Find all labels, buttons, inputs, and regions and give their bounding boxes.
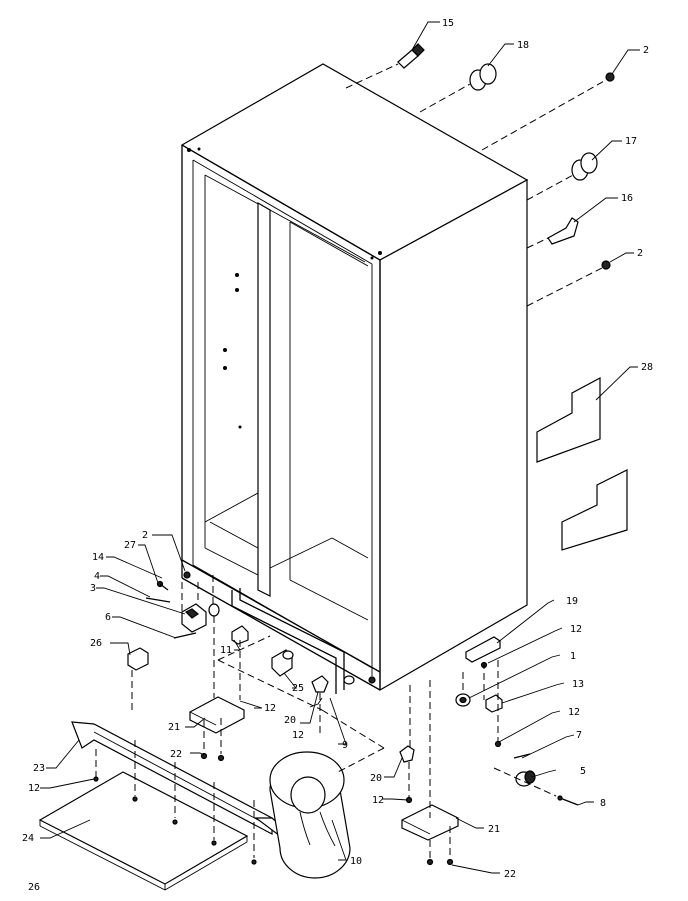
callout-2: 2 bbox=[142, 530, 148, 541]
callout-12: 12 bbox=[568, 707, 580, 718]
part-23-toe-grille bbox=[71, 721, 287, 837]
part-15-fitting bbox=[397, 43, 425, 69]
part-10-drain-pan bbox=[269, 751, 351, 879]
callout-7: 7 bbox=[576, 730, 582, 741]
alignment-lines bbox=[95, 63, 607, 860]
callout-22: 22 bbox=[170, 749, 182, 760]
leader-lines bbox=[40, 21, 640, 874]
callout-2: 2 bbox=[643, 45, 649, 56]
part-7-screw bbox=[513, 753, 531, 759]
callout-22: 22 bbox=[504, 869, 516, 880]
part-2-screw-side bbox=[601, 260, 611, 270]
callout-19: 19 bbox=[566, 596, 578, 607]
callout-12: 12 bbox=[372, 795, 384, 806]
callout-17: 17 bbox=[625, 136, 637, 147]
callout-23: 23 bbox=[33, 763, 45, 774]
callout-10: 10 bbox=[350, 856, 362, 867]
part-20-clip bbox=[311, 675, 329, 693]
callout-12: 12 bbox=[292, 730, 304, 741]
callout-6: 6 bbox=[105, 612, 111, 623]
callout-12: 12 bbox=[28, 783, 40, 794]
callout-13: 13 bbox=[572, 679, 584, 690]
part-12-grommet-center bbox=[282, 650, 294, 660]
part-6-screw bbox=[173, 632, 197, 639]
callout-14: 14 bbox=[92, 552, 104, 563]
refrigerator-cabinet bbox=[180, 63, 529, 692]
callout-27: 27 bbox=[124, 540, 136, 551]
callout-2: 2 bbox=[637, 248, 643, 259]
part-3-bracket bbox=[181, 603, 207, 633]
part-28-insulation-pads bbox=[536, 376, 628, 551]
callout-12: 12 bbox=[264, 703, 276, 714]
part-16-hinge-pin bbox=[547, 217, 579, 245]
part-21-hinge-right bbox=[401, 804, 459, 841]
callout-24: 24 bbox=[22, 833, 34, 844]
callout-5: 5 bbox=[580, 766, 586, 777]
callout-8: 8 bbox=[600, 798, 606, 809]
callout-12: 12 bbox=[570, 624, 582, 635]
part-5-roller bbox=[515, 770, 536, 787]
callout-20: 20 bbox=[370, 773, 382, 784]
part-12-screw-b bbox=[494, 740, 502, 748]
callout-labels: 15 18 2 17 16 2 28 2 27 14 4 3 6 26 11 2… bbox=[22, 18, 653, 893]
callout-28: 28 bbox=[641, 362, 653, 373]
part-4-screw bbox=[145, 597, 171, 603]
part-27-screw bbox=[156, 580, 169, 591]
part-22-screws-right bbox=[426, 858, 454, 866]
part-14-nut bbox=[208, 603, 220, 617]
callout-15: 15 bbox=[442, 18, 454, 29]
callout-26: 26 bbox=[90, 638, 102, 649]
part-22-screws-left bbox=[200, 752, 225, 762]
part-1-cap bbox=[455, 693, 471, 707]
callout-18: 18 bbox=[517, 40, 529, 51]
part-2-screw-top bbox=[605, 72, 615, 82]
callout-26: 26 bbox=[28, 882, 40, 893]
callout-11: 11 bbox=[220, 645, 232, 656]
callout-16: 16 bbox=[621, 193, 633, 204]
part-24-bottom-panel bbox=[38, 771, 249, 891]
part-12-grommet-right bbox=[343, 675, 355, 685]
part-9-drain-tube bbox=[231, 588, 345, 694]
callout-4: 4 bbox=[94, 571, 100, 582]
callout-25: 25 bbox=[292, 683, 304, 694]
callout-9: 9 bbox=[342, 740, 348, 751]
callout-21: 21 bbox=[168, 722, 180, 733]
part-17-bushing bbox=[571, 152, 598, 181]
part-11-bracket bbox=[231, 625, 249, 645]
callout-20: 20 bbox=[284, 715, 296, 726]
part-18-bushing bbox=[469, 63, 497, 91]
callout-21: 21 bbox=[488, 824, 500, 835]
part-20-clip-lower bbox=[399, 745, 415, 763]
part-8-screw bbox=[557, 795, 579, 806]
part-21-hinge-left bbox=[189, 696, 245, 734]
callout-1: 1 bbox=[570, 651, 576, 662]
part-19-bracket bbox=[465, 636, 501, 663]
callout-3: 3 bbox=[90, 583, 96, 594]
part-26-bracket bbox=[127, 647, 149, 671]
part-13-cap bbox=[485, 694, 503, 713]
